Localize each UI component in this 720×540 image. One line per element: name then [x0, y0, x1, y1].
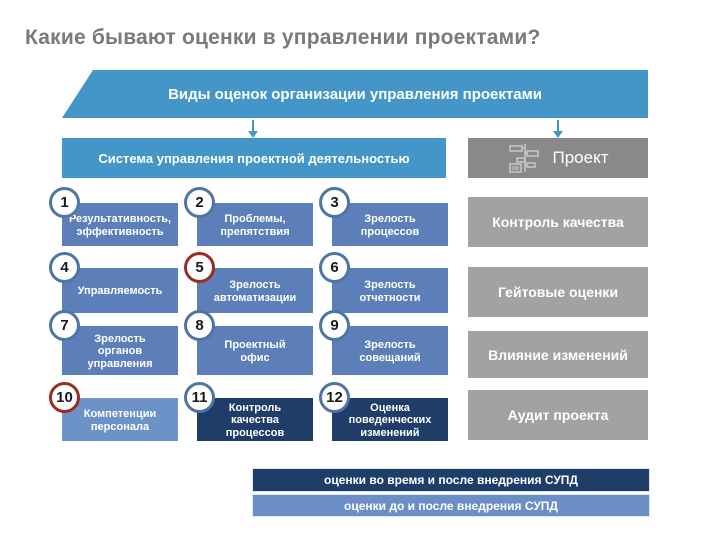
grid-cell-3: 3 Зрелость процессов [319, 187, 448, 246]
number-badge: 2 [184, 187, 215, 218]
cell-label: Зрелость органов управления [87, 332, 153, 370]
system-header-label: Система управления проектной деятельност… [98, 150, 410, 166]
grid-cell-4: 4 Управляемость [49, 252, 178, 313]
banner: Виды оценок организации управления проек… [62, 70, 648, 118]
grid-cell-8: 8 Проектный офис [184, 310, 313, 375]
legend-bar-before-after: оценки до и после внедрения СУПД [252, 494, 650, 517]
project-item-label: Контроль качества [492, 214, 624, 230]
cell-label: Управляемость [77, 285, 163, 298]
cell-label: Контроль качества процессов [225, 401, 285, 439]
grid-cell-5: 5 Зрелость автоматизации [184, 252, 313, 313]
grid-cell-12: 12 Оценка поведенческих изменений [319, 382, 448, 441]
grid-cell-11: 11 Контроль качества процессов [184, 382, 313, 441]
project-item-label: Гейтовые оценки [497, 284, 619, 300]
down-arrow-icon [552, 120, 564, 138]
number-badge: 4 [49, 252, 80, 283]
cell-label: Зрелость отчетности [359, 278, 421, 304]
system-column-header: Система управления проектной деятельност… [62, 138, 446, 178]
project-item-label: Аудит проекта [507, 407, 609, 423]
grid-cell-1: 1 Результативность, эффективность [49, 187, 178, 246]
arrow-head [248, 131, 258, 138]
cell-label: Проектный офис [224, 338, 286, 364]
gantt-chart-icon [508, 143, 542, 173]
cell-label: Результативность, эффективность [68, 212, 172, 238]
banner-label: Виды оценок организации управления проек… [168, 85, 542, 103]
project-item-change-impact: Влияние изменений [468, 331, 648, 378]
cell-label: Зрелость автоматизации [213, 278, 297, 304]
grid-cell-9: 9 Зрелость совещаний [319, 310, 448, 375]
legend-bar-label: оценки во время и после внедрения СУПД [324, 473, 578, 487]
number-badge: 8 [184, 310, 215, 341]
arrow-shaft [557, 120, 559, 131]
number-badge-red: 5 [184, 252, 215, 283]
cell-label: Компетенции персонала [83, 407, 157, 433]
project-item-label: Влияние изменений [488, 346, 628, 363]
number-badge: 3 [319, 187, 350, 218]
number-badge: 6 [319, 252, 350, 283]
cell-label: Проблемы, препятствия [220, 212, 290, 238]
legend-bar-during-after: оценки во время и после внедрения СУПД [252, 468, 650, 492]
page-title: Какие бывают оценки в управлении проекта… [25, 26, 541, 49]
grid-cell-6: 6 Зрелость отчетности [319, 252, 448, 313]
legend-bar-label: оценки до и после внедрения СУПД [344, 498, 558, 513]
project-item-quality-control: Контроль качества [468, 197, 648, 247]
project-column-header: Проект [468, 138, 648, 178]
project-item-project-audit: Аудит проекта [468, 390, 648, 440]
grid-cell-10: 10 Компетенции персонала [49, 382, 178, 441]
number-badge-red: 10 [49, 382, 80, 413]
number-badge: 7 [49, 310, 80, 341]
arrow-shaft [252, 120, 254, 131]
project-item-gate-reviews: Гейтовые оценки [468, 267, 648, 317]
grid-cell-2: 2 Проблемы, препятствия [184, 187, 313, 246]
down-arrow-icon [247, 120, 259, 138]
cell-label: Зрелость процессов [360, 212, 420, 238]
number-badge: 12 [319, 382, 350, 413]
number-badge: 11 [184, 382, 215, 413]
arrow-head [553, 131, 563, 138]
grid-cell-7: 7 Зрелость органов управления [49, 310, 178, 375]
number-badge: 1 [49, 187, 80, 218]
number-badge: 9 [319, 310, 350, 341]
cell-label: Зрелость совещаний [359, 338, 421, 364]
cell-label: Оценка поведенческих изменений [348, 401, 432, 439]
project-header-label: Проект [552, 148, 609, 167]
